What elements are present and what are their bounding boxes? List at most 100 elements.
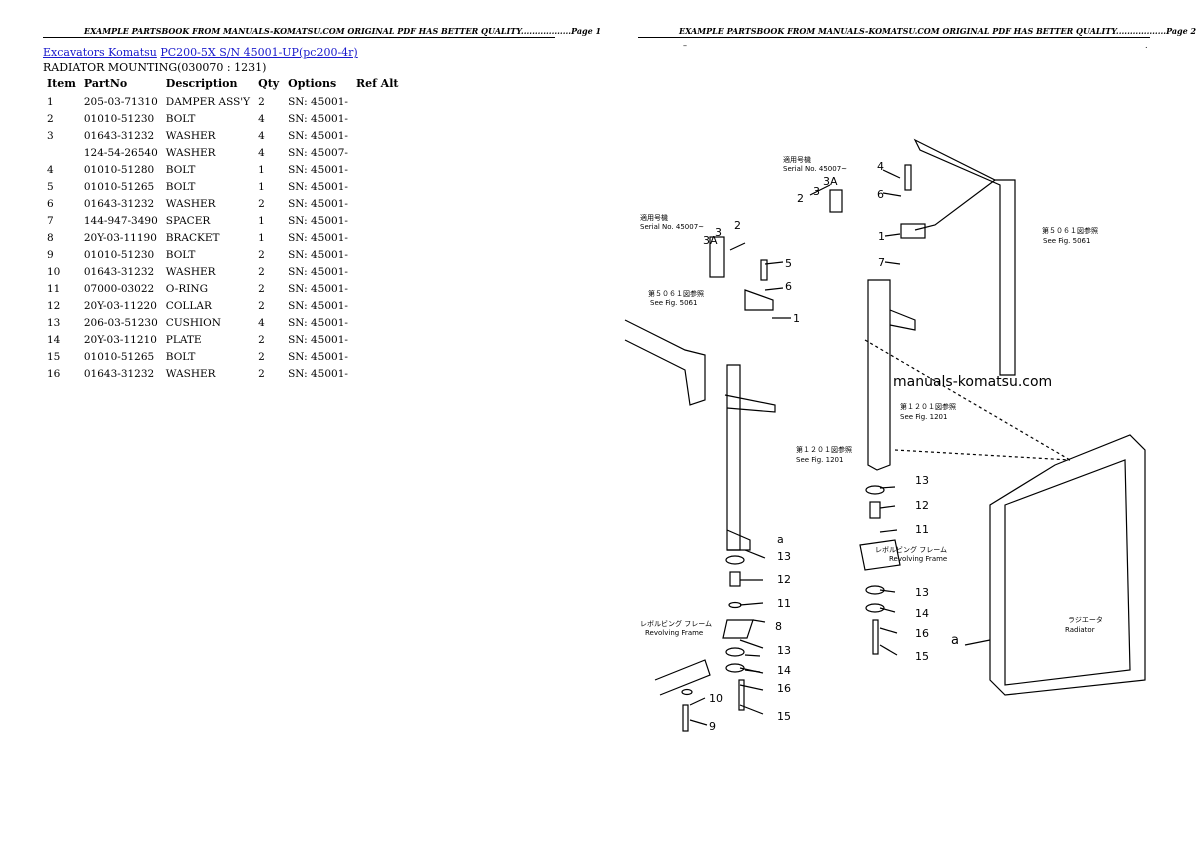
bracket-left [722, 619, 754, 639]
radiator-core [989, 434, 1146, 696]
cell-description: BOLT [165, 350, 196, 363]
bolt-4 [904, 164, 912, 191]
callout-3-lower: 3 [715, 226, 722, 239]
cell-partno: 20Y-03-11220 [83, 299, 157, 312]
radiator-label: Radiator [1065, 626, 1095, 634]
cell-description: BOLT [165, 180, 196, 193]
cell-partno: 01643-31232 [83, 129, 155, 142]
cell-qty: 2 [258, 282, 265, 295]
jp-revolving-frame-left: レボルビング フレーム [640, 619, 712, 628]
cell-item: 5 [47, 180, 54, 193]
cell-qty: 2 [258, 265, 265, 278]
jp-see-1201-left: 第１２０１図参照 [796, 445, 852, 454]
cell-refalt [352, 212, 403, 229]
section-title: RADIATOR MOUNTING(030070 : 1231) [43, 61, 267, 74]
cell-refalt [352, 280, 403, 297]
plate-right [865, 603, 885, 613]
cell-partno: 01643-31232 [83, 367, 155, 380]
callout-leaders-right [879, 486, 898, 656]
bolt-left [738, 679, 745, 711]
collar-right [869, 501, 881, 519]
cell-options: SN: 45001- [288, 333, 348, 346]
washer-3a-lower [709, 236, 725, 278]
cell-item: 3 [47, 129, 54, 142]
callout-7: 7 [878, 256, 885, 269]
cell-qty: 4 [258, 129, 265, 142]
cell-item: 13 [47, 316, 61, 329]
cell-options: SN: 45007- [288, 146, 348, 159]
upper-stay [913, 138, 1016, 376]
column-header-qty: Qty [258, 77, 280, 90]
cell-description: WASHER [165, 129, 216, 142]
revolving-frame-right-label: Revolving Frame [889, 555, 947, 563]
left-stay [726, 364, 741, 551]
callout-15-right: 15 [915, 650, 929, 663]
callout-1-lower: 1 [793, 312, 800, 325]
cell-refalt [352, 246, 403, 263]
page1-header: EXAMPLE PARTSBOOK FROM MANUALS-KOMATSU.C… [84, 26, 602, 36]
radiator-mounting-diagram: 4 6 1 7 2 3 3A 2 3 3A 5 6 1 a 13 12 11 8… [624, 138, 1146, 733]
bolt-2-lower [729, 242, 746, 251]
cell-options: SN: 45001- [288, 248, 348, 261]
plate-left [725, 663, 745, 673]
cushion-right-top [865, 485, 885, 495]
cell-refalt [352, 178, 403, 195]
page2-header-rule [638, 37, 1150, 38]
jp-see-1201-right: 第１２０１図参照 [900, 402, 956, 411]
cell-refalt [352, 331, 403, 348]
revolving-frame-left [654, 659, 711, 696]
cell-partno: 01643-31232 [83, 265, 155, 278]
cell-refalt [352, 314, 403, 331]
breadcrumb-link-model[interactable]: PC200-5X S/N 45001-UP(pc200-4r) [160, 46, 358, 59]
cell-refalt [352, 144, 403, 161]
see-5061-right: See Fig. 5061 [1043, 237, 1090, 245]
cell-options: SN: 45001- [288, 112, 348, 125]
cell-item: 9 [47, 248, 54, 261]
callout-3-upper: 3 [813, 185, 820, 198]
cell-options: SN: 45001- [288, 282, 348, 295]
cell-item: 14 [47, 333, 61, 346]
parts-table: Item PartNo Description Qty Options Ref … [43, 76, 402, 382]
cell-item: 1 [47, 95, 54, 108]
center-stay-bracket [889, 309, 916, 331]
callout-leaders [744, 169, 902, 673]
column-header-options: Options [288, 77, 337, 90]
cell-description: SPACER [165, 214, 211, 227]
cell-qty: 2 [258, 367, 265, 380]
callout-9: 9 [709, 720, 716, 733]
cell-qty: 2 [258, 299, 265, 312]
see-1201-right: See Fig. 1201 [900, 413, 947, 421]
breadcrumb-link-category[interactable]: Excavators Komatsu [43, 46, 157, 59]
cell-partno: 01643-31232 [83, 197, 155, 210]
callout-14-right: 14 [915, 607, 929, 620]
page2-header: EXAMPLE PARTSBOOK FROM MANUALS-KOMATSU.C… [679, 26, 1196, 36]
cell-description: COLLAR [165, 299, 212, 312]
cell-qty: 1 [258, 214, 265, 227]
cell-options: SN: 45001- [288, 197, 348, 210]
left-frame [624, 319, 706, 406]
callout-11-right: 11 [915, 523, 929, 536]
cell-refalt [352, 348, 403, 365]
cell-partno: 205-03-71310 [83, 95, 158, 108]
callout-3a-upper: 3A [823, 175, 838, 188]
cell-qty: 2 [258, 248, 265, 261]
cell-partno: 206-03-51230 [83, 316, 158, 329]
column-header-description: Description [165, 77, 238, 90]
cell-description: WASHER [165, 146, 216, 159]
cell-partno: 01010-51230 [83, 112, 155, 125]
page2-dot: . [1145, 41, 1148, 50]
callout-3a-lower: 3A [703, 234, 718, 247]
cell-partno: 01010-51230 [83, 248, 155, 261]
jp-serial-lower: 適用号機 [640, 213, 668, 222]
cell-refalt [352, 297, 403, 314]
callout-5: 5 [785, 257, 792, 270]
cell-options: SN: 45001- [288, 163, 348, 176]
cell-partno: 20Y-03-11210 [83, 333, 157, 346]
callout-12-left: 12 [777, 573, 791, 586]
callout-a-right: a [951, 633, 959, 648]
